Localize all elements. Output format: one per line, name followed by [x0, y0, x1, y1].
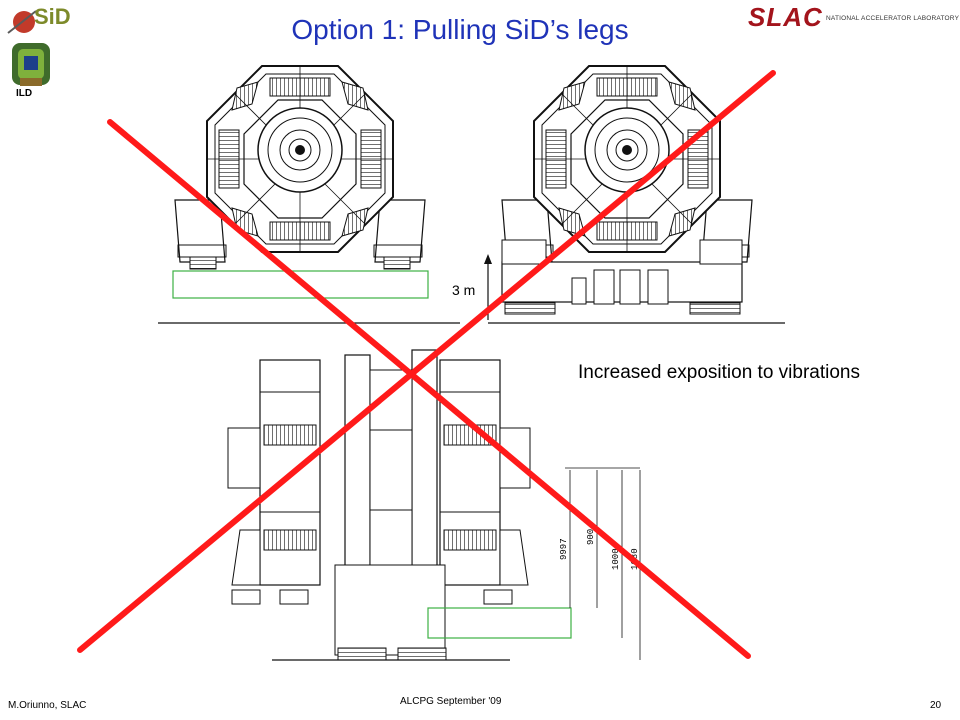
- rise-label: 3 m: [452, 282, 476, 298]
- sid-logo-icon: [7, 10, 37, 34]
- detector-front-view-right: [501, 65, 753, 270]
- highlight-box-left: [172, 270, 429, 299]
- slac-logo-subtitle: NATIONAL ACCELERATOR LABORATORY: [826, 15, 960, 22]
- sid-logo-text: SiD: [34, 4, 71, 29]
- page-title: Option 1: Pulling SiD’s legs: [291, 14, 629, 45]
- dimension-label-3: 1000: [611, 548, 621, 570]
- detector-front-view-left: [174, 65, 426, 270]
- ild-logo-icon: [12, 43, 50, 86]
- detector-side-view: [227, 349, 531, 661]
- annotation-text: Increased exposition to vibrations: [578, 362, 860, 383]
- red-cross-icon: [77, 70, 776, 659]
- dimension-label-2: 900: [586, 529, 596, 545]
- footer-author: M.Oriunno, SLAC: [8, 700, 87, 711]
- dimension-label-1: 9997: [559, 538, 569, 560]
- footer-event: ALCPG September '09: [400, 696, 502, 707]
- highlight-box-side: [427, 607, 572, 639]
- dimension-lines: [565, 467, 641, 660]
- ild-logo-text: ILD: [16, 88, 33, 99]
- page-number: 20: [930, 700, 942, 711]
- slac-logo-text: SLAC: [748, 2, 823, 32]
